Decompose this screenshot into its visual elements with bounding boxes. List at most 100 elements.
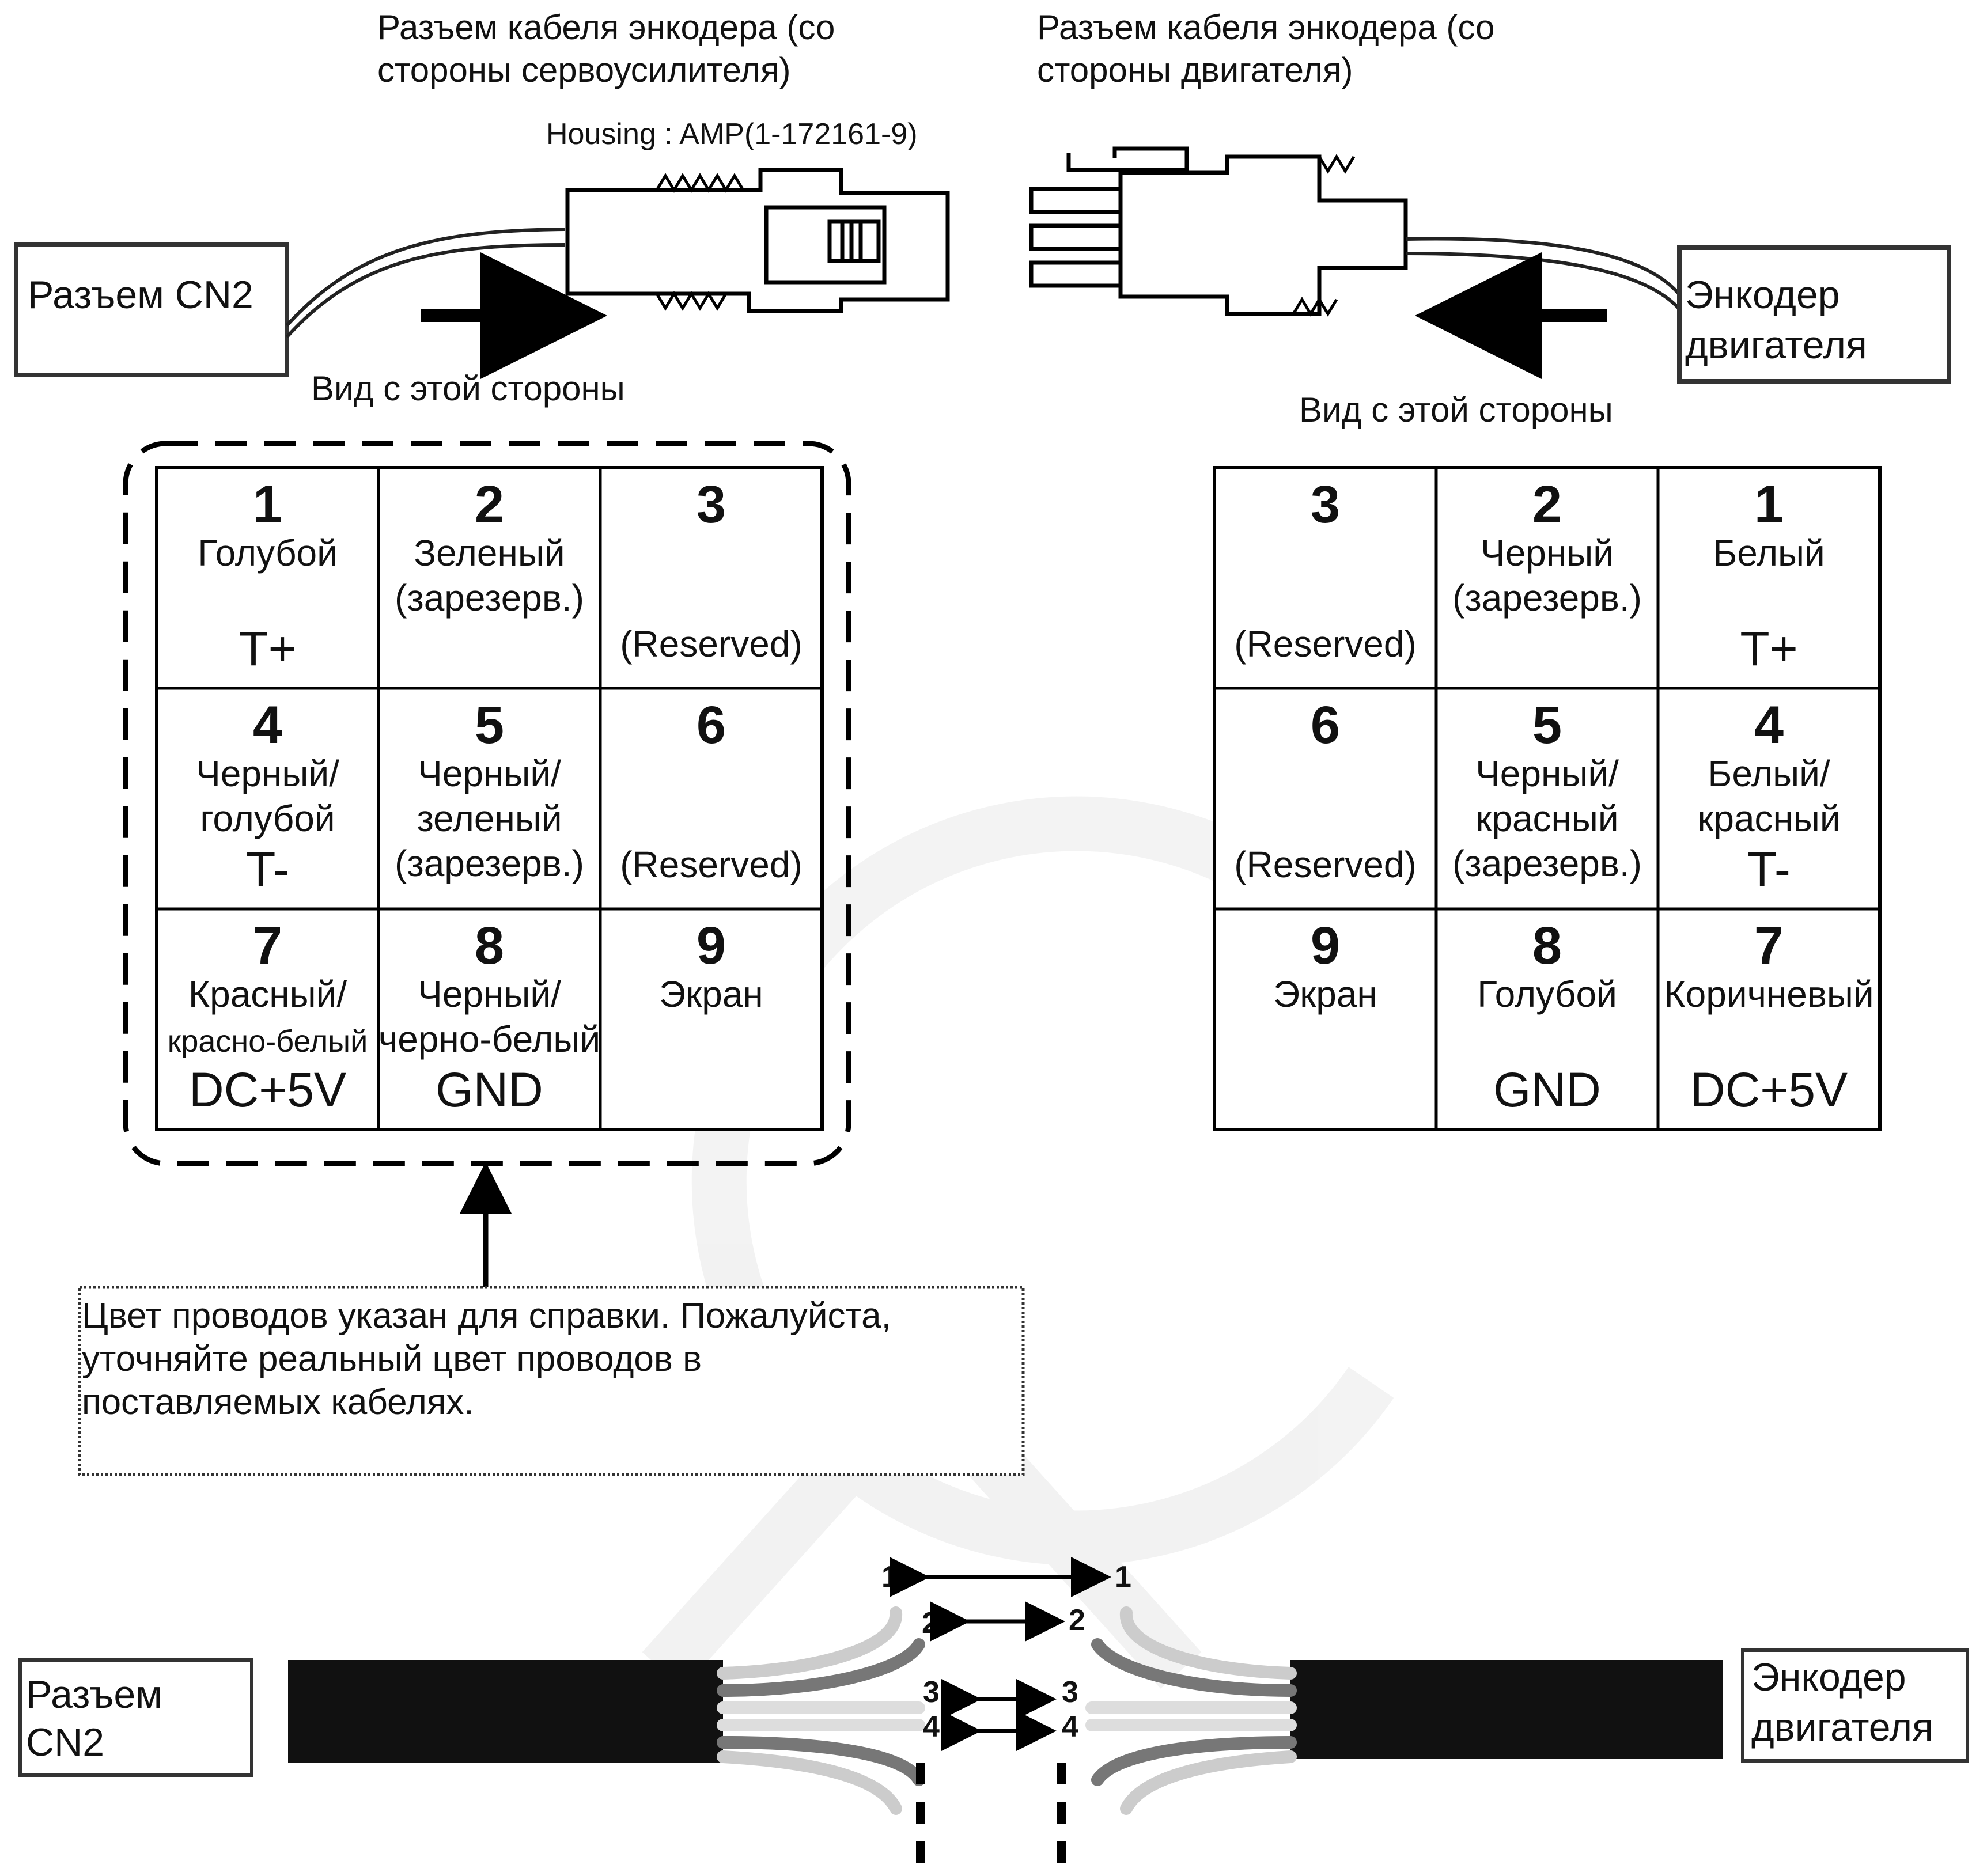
- right-caption-line1: Разъем кабеля энкодера (со: [1037, 8, 1494, 47]
- left-table-border: [155, 466, 824, 1131]
- bottom-encoder-line1: Энкодер: [1751, 1655, 1906, 1699]
- right-wire-label: Коричневый: [1664, 973, 1873, 1015]
- pair3-right: 3: [1062, 1676, 1078, 1709]
- encoder-box-line1: Энкодер: [1685, 273, 1840, 317]
- bottom-encoder-line2: двигателя: [1751, 1706, 1933, 1749]
- right-signal-label: T-: [1747, 842, 1791, 896]
- bottom-cn2-line2: CN2: [26, 1720, 104, 1764]
- right-pin-number: 3: [1311, 475, 1340, 534]
- right-wire-label: Белый: [1713, 532, 1825, 574]
- right-wire-label: Белый/: [1708, 753, 1830, 794]
- left-signal-label: GND: [436, 1063, 543, 1117]
- right-wire-label: красный: [1697, 798, 1840, 839]
- left-wire-label: (Reserved): [620, 844, 803, 885]
- right-wire-label: (Reserved): [1234, 623, 1417, 665]
- right-pin-6-cell: 6 (Reserved): [1234, 696, 1417, 885]
- right-wire-label: красный: [1475, 798, 1618, 839]
- right-wire-label: (зарезерв.): [1452, 843, 1642, 884]
- right-signal-label: T+: [1740, 621, 1797, 676]
- pair4-right: 4: [1062, 1710, 1078, 1744]
- left-wire-label: (зарезерв.): [395, 577, 584, 619]
- right-connector: [1029, 146, 1408, 317]
- right-pin-number: 2: [1532, 475, 1562, 534]
- cn2-box-label: Разъем CN2: [28, 273, 253, 317]
- pair1-right: 1: [1115, 1560, 1131, 1594]
- left-pin-3-cell: 3 (Reserved): [620, 475, 803, 665]
- right-wire-label: Экран: [1273, 973, 1377, 1015]
- left-view-label: Вид с этой стороны: [311, 369, 625, 408]
- right-pin-number: 9: [1311, 916, 1340, 975]
- left-pin-number: 5: [475, 696, 504, 755]
- right-pin-number: 8: [1532, 916, 1562, 975]
- right-wire-label: Голубой: [1477, 973, 1617, 1015]
- left-pin-number: 8: [475, 916, 504, 975]
- left-wire-label: (Reserved): [620, 623, 803, 665]
- left-connector: [565, 168, 950, 313]
- right-signal-label: GND: [1493, 1063, 1601, 1117]
- left-caption-line1: Разъем кабеля энкодера (со: [377, 8, 835, 47]
- bottom-cn2-box: [18, 1658, 253, 1777]
- left-pin-6-cell: 6 (Reserved): [620, 696, 803, 885]
- right-wire-label: Черный/: [1475, 753, 1619, 794]
- left-pin-number: 6: [697, 696, 726, 755]
- bottom-right-cable-jacket: [1290, 1660, 1723, 1759]
- left-pin-number: 4: [253, 696, 282, 755]
- right-caption-line2: стороны двигателя): [1037, 51, 1353, 89]
- bottom-cn2-line1: Разъем: [26, 1673, 162, 1716]
- right-view-label: Вид с этой стороны: [1299, 391, 1613, 429]
- right-table-border: [1213, 466, 1882, 1131]
- note-line2: уточняйте реальный цвет проводов в: [82, 1339, 702, 1379]
- right-pin-table: 3(Reserved)2Черный(зарезерв.)1БелыйT+6(R…: [1213, 466, 1882, 1131]
- right-pin-3-cell: 3 (Reserved): [1234, 475, 1417, 665]
- pair4-left: 4: [923, 1710, 940, 1744]
- right-pin-number: 7: [1754, 916, 1784, 975]
- note-line1: Цвет проводов указан для справки. Пожалу…: [82, 1296, 891, 1336]
- left-pin-number: 9: [697, 916, 726, 975]
- bottom-left-cable-jacket: [288, 1660, 723, 1763]
- right-signal-label: DC+5V: [1690, 1063, 1848, 1117]
- left-wire-label: Зеленый: [414, 532, 565, 574]
- bottom-right-wires: [1085, 1606, 1297, 1815]
- note-box: [78, 1286, 1025, 1476]
- left-wire-label: красно-белый: [168, 1024, 368, 1059]
- right-pin-number: 6: [1311, 696, 1340, 755]
- note-line3: поставляемых кабелях.: [82, 1382, 474, 1422]
- left-pin-number: 1: [253, 475, 282, 534]
- left-wire-label: Экран: [659, 973, 763, 1015]
- left-wire-label: голубой: [200, 798, 335, 839]
- left-signal-label: T-: [246, 842, 289, 896]
- left-wire-label: Черный/: [418, 753, 561, 794]
- left-pin-number: 3: [697, 475, 726, 534]
- right-pin-number: 5: [1532, 696, 1562, 755]
- left-wire-label: зеленый: [417, 798, 562, 839]
- left-pin-table: 1ГолубойT+2Зеленый(зарезерв.)3(Reserved)…: [155, 466, 824, 1131]
- right-wire-label: (Reserved): [1234, 844, 1417, 885]
- left-signal-label: DC+5V: [189, 1063, 346, 1117]
- right-wire-label: Черный: [1481, 532, 1614, 574]
- left-wire-label: Черный/: [418, 973, 561, 1015]
- right-wire-label: (зарезерв.): [1452, 577, 1642, 619]
- right-pin-number: 1: [1754, 475, 1784, 534]
- left-wire-label: (зарезерв.): [395, 843, 584, 884]
- left-wire-label: Красный/: [188, 973, 347, 1015]
- left-caption-line2: стороны сервоусилителя): [377, 51, 791, 89]
- right-cable: [1405, 237, 1683, 298]
- left-wire-label: черно-белый: [378, 1018, 600, 1060]
- pair2-left: 2: [922, 1606, 938, 1640]
- housing-label: Housing : AMP(1-172161-9): [546, 118, 918, 151]
- left-signal-label: T+: [239, 621, 296, 676]
